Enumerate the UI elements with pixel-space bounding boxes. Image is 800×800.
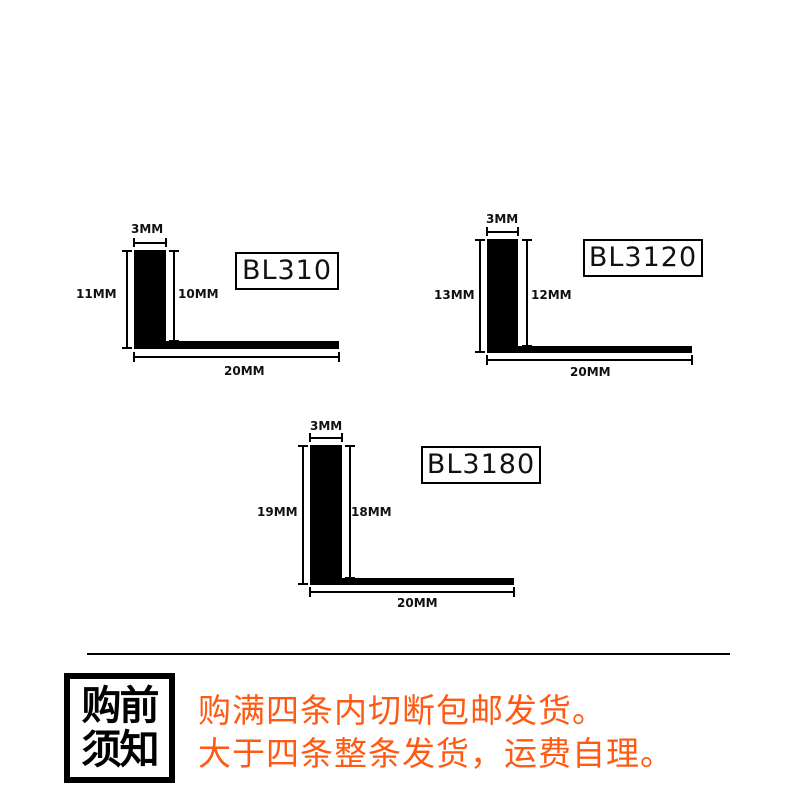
dimension-tick bbox=[122, 250, 132, 252]
base-width-label: 20MM bbox=[224, 364, 265, 378]
model-label: BL310 bbox=[235, 252, 339, 290]
dimension-tick bbox=[522, 345, 532, 347]
profile-base bbox=[310, 578, 514, 585]
outer-height-label: 19MM bbox=[257, 505, 298, 519]
dimension-tick bbox=[486, 227, 488, 236]
dimension-line bbox=[349, 445, 351, 578]
profile-vertical-leg bbox=[310, 445, 342, 585]
dimension-tick bbox=[298, 445, 308, 447]
profile-base bbox=[487, 346, 692, 353]
dimension-tick bbox=[486, 355, 488, 365]
dimension-line bbox=[526, 239, 528, 346]
profile-vertical-leg bbox=[134, 250, 166, 349]
top-width-label: 3MM bbox=[310, 419, 343, 433]
dimension-tick bbox=[298, 583, 308, 585]
inner-height-label: 12MM bbox=[531, 288, 572, 302]
dimension-tick bbox=[169, 250, 179, 252]
top-width-label: 3MM bbox=[486, 212, 519, 226]
dimension-line bbox=[126, 250, 128, 349]
base-width-label: 20MM bbox=[570, 365, 611, 379]
dimension-tick bbox=[513, 587, 515, 597]
dimension-tick bbox=[169, 340, 179, 342]
dimension-line bbox=[487, 231, 518, 233]
inner-height-label: 18MM bbox=[351, 505, 392, 519]
notice-title-line1: 购前 bbox=[81, 683, 160, 729]
profile-base bbox=[134, 341, 339, 349]
dimension-line bbox=[310, 437, 342, 439]
dimension-line bbox=[487, 359, 692, 361]
dimension-tick bbox=[517, 227, 519, 236]
dimension-tick bbox=[165, 238, 167, 247]
model-label: BL3120 bbox=[583, 239, 703, 277]
dimension-tick bbox=[122, 347, 132, 349]
dimension-tick bbox=[341, 433, 343, 442]
dimension-tick bbox=[133, 238, 135, 247]
model-label: BL3180 bbox=[421, 446, 541, 484]
outer-height-label: 13MM bbox=[434, 288, 475, 302]
dimension-tick bbox=[133, 352, 135, 362]
section-divider bbox=[87, 653, 730, 655]
dimension-line bbox=[479, 239, 481, 353]
dimension-line bbox=[310, 591, 514, 593]
profile-vertical-leg bbox=[487, 239, 518, 353]
notice-line-1: 购满四条内切断包邮发货。 bbox=[198, 691, 606, 730]
dimension-tick bbox=[345, 445, 355, 447]
top-width-label: 3MM bbox=[131, 222, 164, 236]
dimension-tick bbox=[475, 239, 485, 241]
dimension-tick bbox=[338, 352, 340, 362]
notice-title-line2: 须知 bbox=[81, 727, 160, 773]
base-width-label: 20MM bbox=[397, 596, 438, 610]
notice-line-2: 大于四条整条发货，运费自理。 bbox=[198, 734, 674, 773]
dimension-tick bbox=[691, 355, 693, 365]
dimension-line bbox=[134, 242, 166, 244]
dimension-line bbox=[134, 356, 339, 358]
dimension-tick bbox=[522, 239, 532, 241]
dimension-line bbox=[173, 250, 175, 341]
dimension-tick bbox=[345, 577, 355, 579]
dimension-tick bbox=[309, 433, 311, 442]
dimension-tick bbox=[309, 587, 311, 597]
dimension-tick bbox=[475, 351, 485, 353]
outer-height-label: 11MM bbox=[76, 287, 117, 301]
dimension-line bbox=[302, 445, 304, 585]
inner-height-label: 10MM bbox=[178, 287, 219, 301]
notice-title-box: 购前 须知 bbox=[64, 673, 175, 783]
